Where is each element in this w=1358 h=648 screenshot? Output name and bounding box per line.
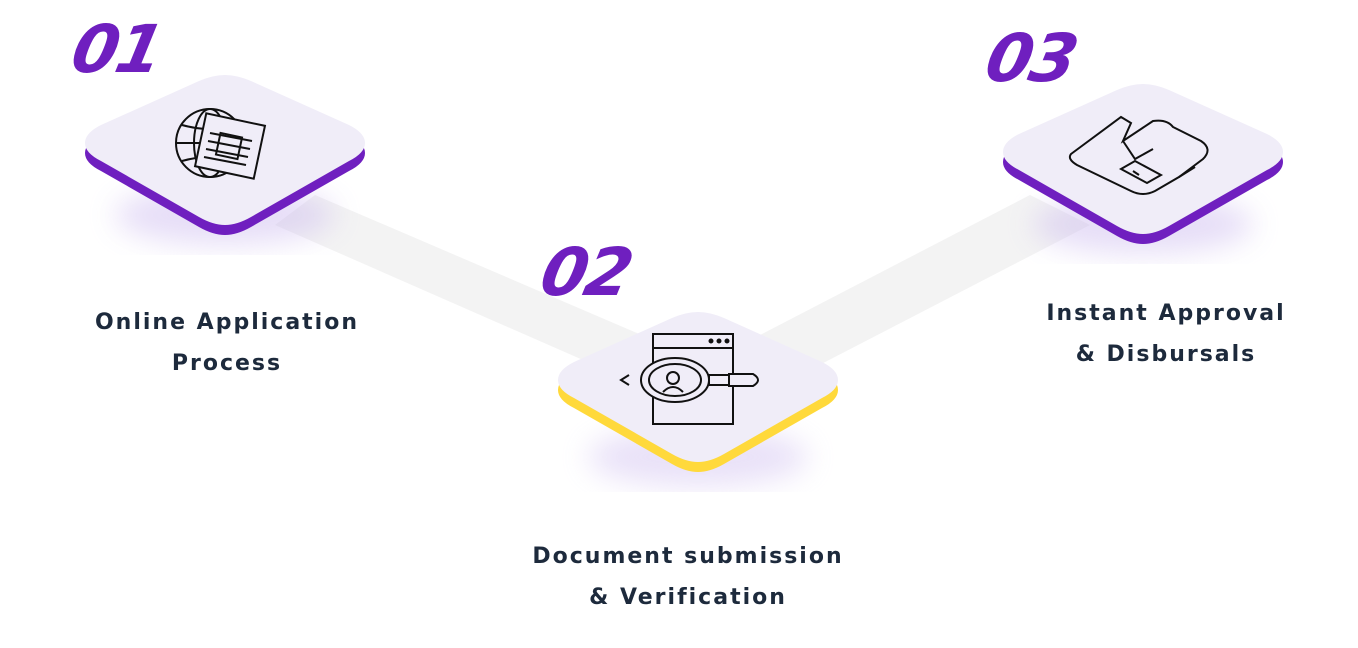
- step-3: 03: [979, 20, 1293, 264]
- magnifier-browser-icon: [619, 333, 759, 425]
- step-3-tile: [1003, 84, 1283, 254]
- step-2-caption: Document submission & Verification: [518, 536, 858, 618]
- step-2: 02: [534, 234, 848, 492]
- step-3-caption-line1: Instant Approval: [1046, 301, 1286, 326]
- step-1-caption: Online Application Process: [57, 302, 397, 384]
- thumbs-up-icon: [1068, 115, 1209, 195]
- step-3-caption-line2: & Disbursals: [1075, 342, 1257, 367]
- step-1-caption-line1: Online Application: [94, 310, 359, 335]
- step-3-number: 03: [978, 20, 1084, 97]
- connector-left: [275, 195, 700, 385]
- step-2-number: 02: [533, 234, 639, 311]
- step-2-caption-line1: Document submission: [532, 544, 844, 569]
- step-1: 01: [65, 11, 375, 255]
- globe-document-icon: [175, 108, 267, 180]
- step-1-number: 01: [64, 11, 170, 88]
- step-3-caption: Instant Approval & Disbursals: [996, 293, 1336, 375]
- connector-right: [760, 195, 1090, 375]
- step-2-caption-line2: & Verification: [589, 585, 787, 610]
- step-1-caption-line2: Process: [171, 351, 283, 376]
